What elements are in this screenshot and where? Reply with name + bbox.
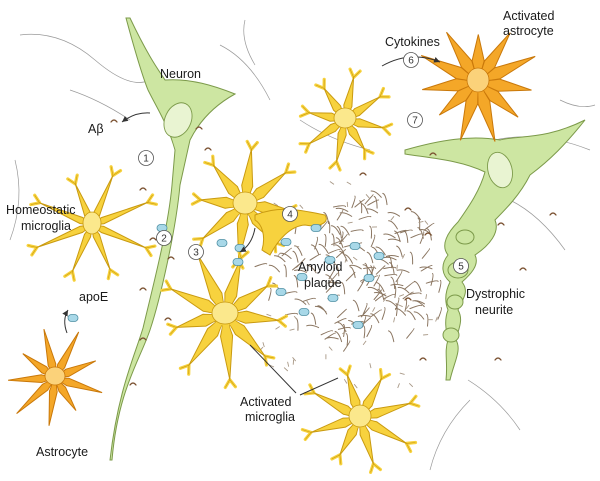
astrocytes bbox=[8, 31, 536, 426]
step-marker-3: 3 bbox=[188, 244, 204, 260]
homeostatic-microglia-label-2: microglia bbox=[21, 219, 71, 233]
microglia-bottom-nucleus bbox=[348, 404, 372, 428]
activated-astrocyte-label-2: astrocyte bbox=[503, 24, 554, 38]
apoe-particle-1 bbox=[67, 314, 79, 322]
homeostatic-microglia-label-1: Homeostatic bbox=[6, 203, 75, 217]
apoe-particle-11 bbox=[275, 288, 287, 296]
amyloid-plaque bbox=[254, 181, 442, 389]
particles bbox=[67, 119, 557, 386]
microglia-top-process-outline bbox=[300, 68, 392, 171]
step-circle-3 bbox=[188, 244, 204, 260]
apoe-particle-10 bbox=[296, 273, 308, 281]
amyloid-plaque-label-2: plaque bbox=[304, 276, 342, 290]
apoe-particle-15 bbox=[352, 321, 364, 329]
plaque-outer-fibrils bbox=[259, 181, 438, 389]
step-marker-6: 6 bbox=[403, 52, 419, 68]
neurite-swelling-1 bbox=[455, 229, 475, 245]
microglia-cells bbox=[26, 67, 421, 474]
neurite-swelling-3 bbox=[446, 294, 464, 310]
step-number-4: 4 bbox=[287, 210, 293, 221]
step-marker-7: 7 bbox=[407, 112, 423, 128]
apoe-particle-16 bbox=[234, 244, 246, 252]
step-number-6: 6 bbox=[408, 56, 414, 67]
microglia-bottom-process-outline bbox=[302, 366, 419, 473]
microglia-homeostatic-nucleus bbox=[82, 211, 102, 235]
activated-microglia-label-2: microglia bbox=[245, 410, 295, 424]
abeta-fragments bbox=[110, 119, 557, 386]
step-markers: 1 2 3 4 5 6 7 bbox=[138, 52, 469, 274]
apoe-particle-13 bbox=[327, 294, 339, 302]
activated-microglia-leader-2 bbox=[249, 344, 297, 394]
activated-microglia-leader bbox=[299, 377, 339, 396]
phagocytosis-arrow bbox=[239, 227, 256, 253]
microglia-phagocytic-nucleus bbox=[232, 191, 258, 215]
step-marker-1: 1 bbox=[138, 150, 154, 166]
amyloid-plaque-label-1: Amyloid bbox=[298, 260, 343, 274]
dystrophic-neurite-label-1: Dystrophic bbox=[466, 287, 525, 301]
step-circle-5 bbox=[453, 258, 469, 274]
neuron-label: Neuron bbox=[160, 67, 201, 81]
apoe-particle-9 bbox=[280, 238, 292, 246]
microglia-top bbox=[298, 67, 394, 172]
apoe-secretion-arrow bbox=[62, 309, 69, 334]
dystrophic-neurite-label-2: neurite bbox=[475, 303, 513, 317]
step-marker-4: 4 bbox=[282, 206, 298, 222]
step-number-7: 7 bbox=[412, 116, 418, 127]
step-circle-2 bbox=[156, 230, 172, 246]
activated-astrocyte-label-1: Activated bbox=[503, 9, 554, 23]
neurite-swelling-4 bbox=[442, 327, 460, 343]
step-circle-4 bbox=[282, 206, 298, 222]
astrocyte-activated-nucleus bbox=[466, 67, 490, 93]
microglia-bottom bbox=[300, 364, 421, 474]
astrocyte-resting-nucleus bbox=[44, 366, 66, 386]
microglia-homeostatic bbox=[26, 165, 158, 282]
neuron-right-nucleus bbox=[487, 151, 513, 189]
apoe-particle-6 bbox=[349, 242, 361, 250]
apoe-particle-8 bbox=[324, 256, 336, 264]
microglia-process-plaque bbox=[254, 208, 327, 256]
apoe-particle-7 bbox=[373, 252, 385, 260]
cytokines-label: Cytokines bbox=[385, 35, 440, 49]
labels: Neuron Aβ Homeostatic microglia apoE Ast… bbox=[6, 9, 554, 459]
astrocyte-label: Astrocyte bbox=[36, 445, 88, 459]
step-number-3: 3 bbox=[193, 248, 199, 259]
apoe-particle-14 bbox=[363, 274, 375, 282]
step-number-2: 2 bbox=[161, 234, 167, 245]
astrocyte-resting bbox=[8, 328, 103, 426]
abeta-label: Aβ bbox=[88, 122, 104, 136]
abeta-release-arrow bbox=[121, 112, 151, 123]
microglia-activated-large-nucleus bbox=[211, 301, 239, 325]
step-number-5: 5 bbox=[458, 262, 464, 273]
neuron-left-nucleus bbox=[163, 102, 193, 138]
astrocyte-activated bbox=[420, 31, 536, 142]
apoe-particle-12 bbox=[298, 308, 310, 316]
step-circle-6 bbox=[403, 52, 419, 68]
activated-microglia-label-1: Activated bbox=[240, 395, 291, 409]
step-circle-7 bbox=[407, 112, 423, 128]
apoe-particle-3 bbox=[216, 239, 228, 247]
microglia-homeostatic-process-outline bbox=[28, 166, 157, 281]
apoe-particle-5 bbox=[310, 224, 322, 232]
microglia-top-nucleus bbox=[333, 107, 357, 129]
step-marker-2: 2 bbox=[156, 230, 172, 246]
microglia-activated-large bbox=[160, 245, 288, 390]
step-marker-5: 5 bbox=[453, 258, 469, 274]
step-circle-1 bbox=[138, 150, 154, 166]
apoe-particle-2 bbox=[232, 258, 244, 266]
apoe-label: apoE bbox=[79, 290, 108, 304]
step-number-1: 1 bbox=[143, 154, 149, 165]
